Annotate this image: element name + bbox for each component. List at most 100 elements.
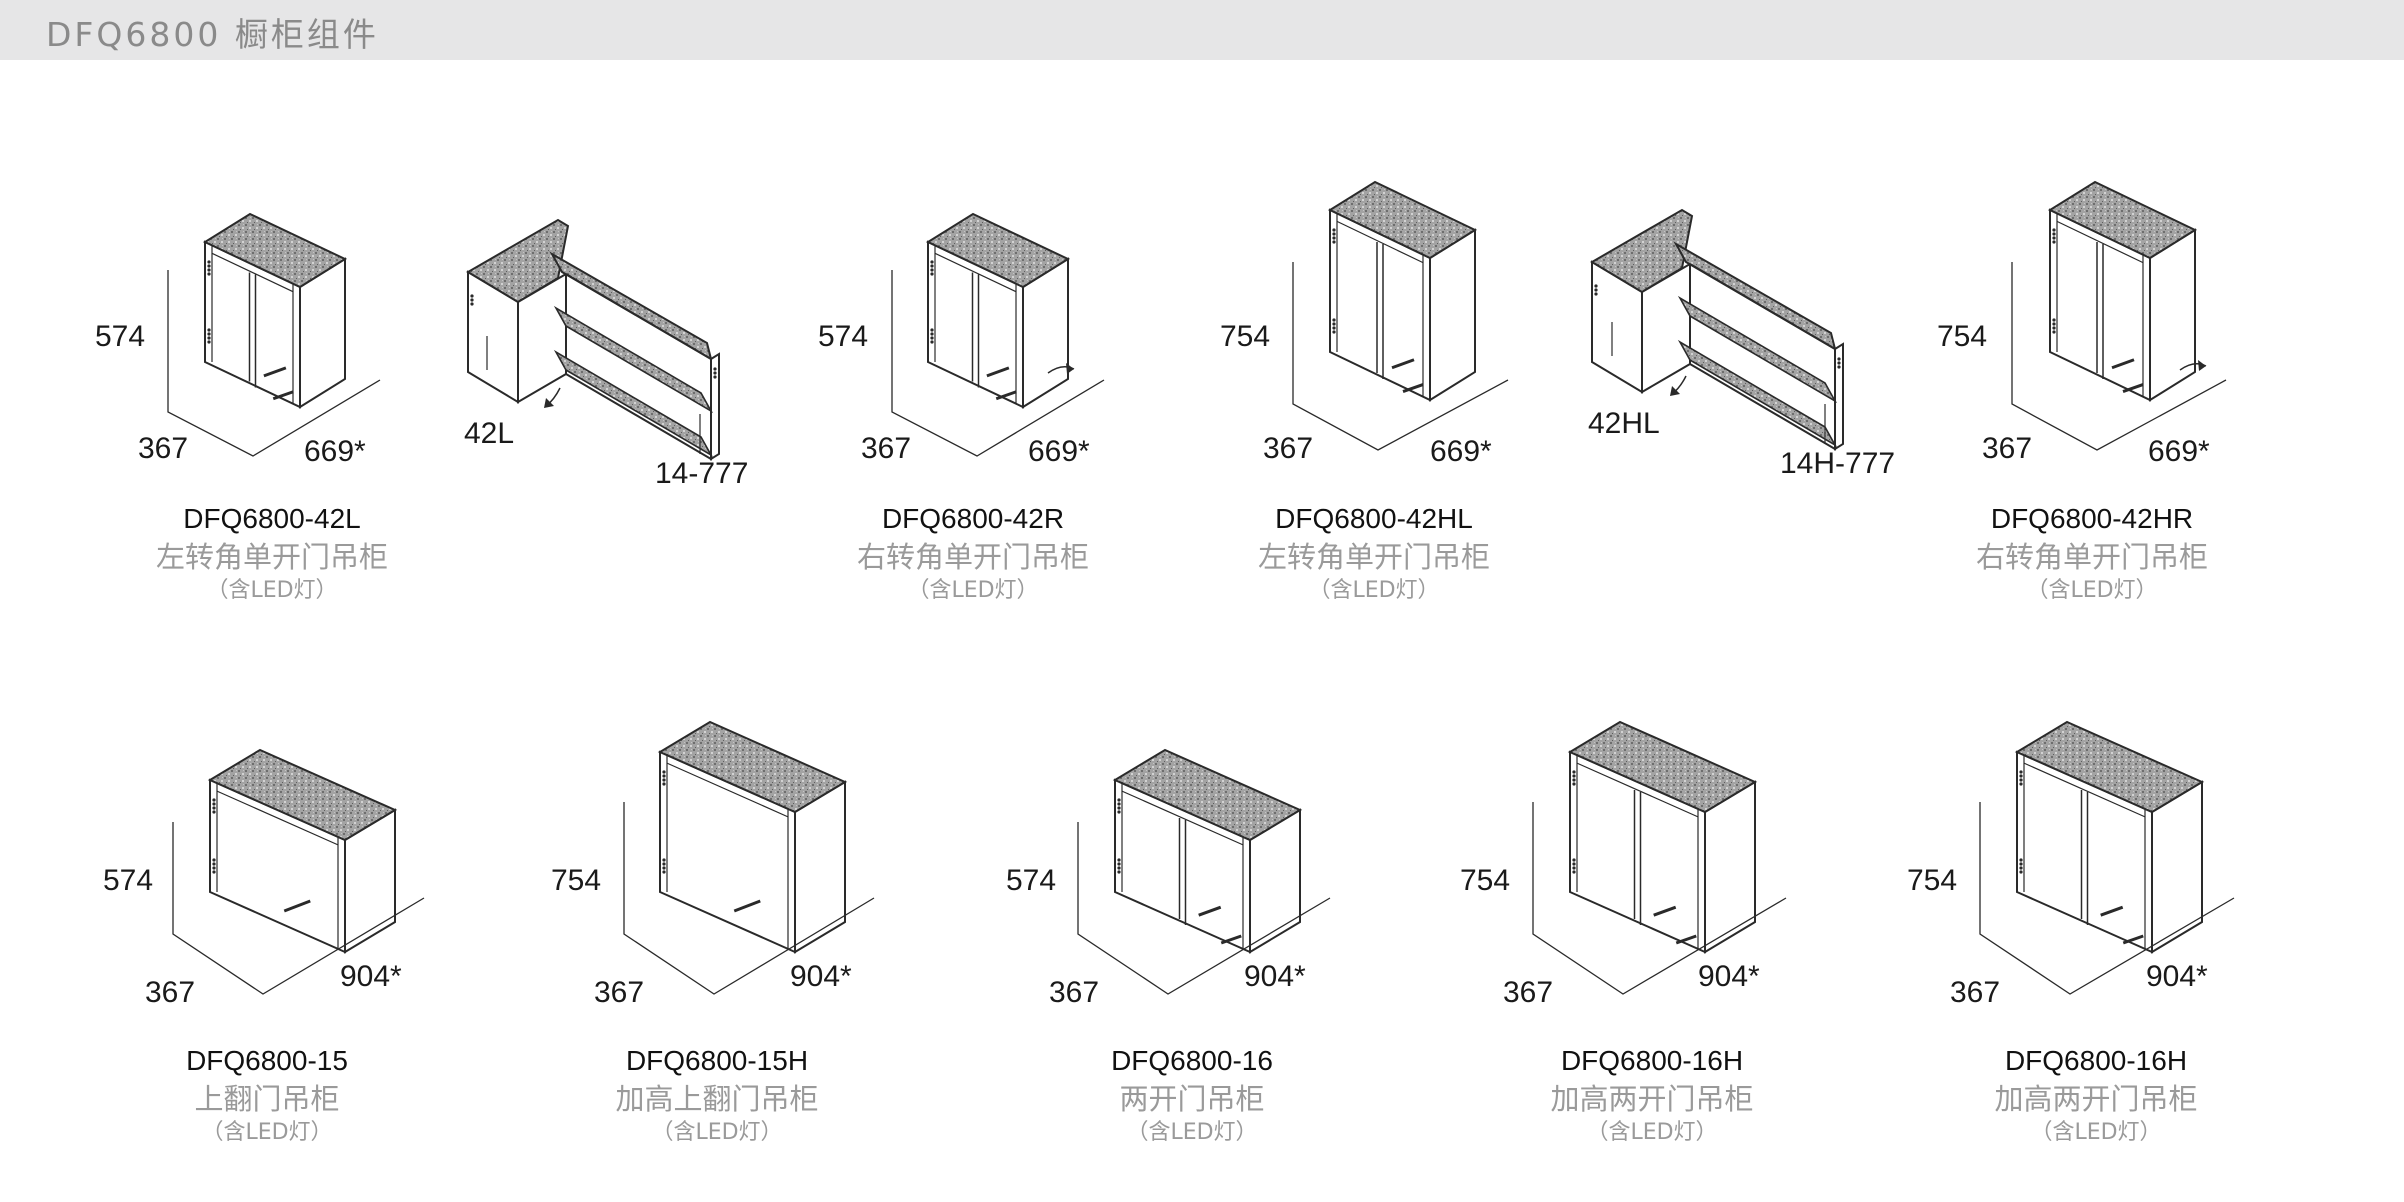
product-note: （含LED灯） <box>1586 1120 1718 1145</box>
hinge-dot <box>212 810 216 814</box>
hinge-dot <box>1572 770 1576 774</box>
hinge-dot <box>1572 862 1576 866</box>
hinge-dot <box>930 328 934 332</box>
hinge-dot <box>662 866 666 870</box>
cabinet-top <box>1567 720 1758 814</box>
hinge-dot <box>1572 858 1576 862</box>
height-dimension: 754 <box>1907 864 1958 897</box>
hinge-dot <box>2019 862 2023 866</box>
cabinet-icon <box>1979 720 2235 995</box>
product-name: 加高两开门吊柜 <box>1994 1082 2198 1116</box>
dimension-line <box>1532 802 1787 995</box>
shelf <box>1677 339 1838 448</box>
height-dimension: 574 <box>818 320 869 353</box>
height-dimension: 754 <box>551 864 602 897</box>
cabinet-icon <box>1532 720 1787 995</box>
product-caption: DFQ6800-42HL 左转角单开门吊柜 （含LED灯） <box>1224 500 1524 606</box>
open-arrow-icon <box>1670 386 1680 396</box>
hinge-dot <box>1332 236 1336 240</box>
hinge-dot <box>470 298 474 302</box>
hinge-dot <box>2052 330 2056 334</box>
hinge-dot <box>662 782 666 786</box>
hinge-dot <box>207 260 211 264</box>
hinge-dot <box>1332 228 1336 232</box>
hinge-dot <box>1332 318 1336 322</box>
handle <box>1391 358 1415 370</box>
product-caption: DFQ6800-16H 加高两开门吊柜 （含LED灯） <box>1946 1042 2246 1148</box>
width-dimension: 669* <box>304 435 366 468</box>
depth-dimension: 367 <box>1950 976 2001 1009</box>
handle <box>1198 905 1222 917</box>
panel-edge <box>211 252 294 293</box>
product-note: （含LED灯） <box>201 1120 333 1145</box>
depth-dimension: 367 <box>145 976 196 1009</box>
hinge-dot <box>1117 810 1121 814</box>
depth-dimension: 367 <box>861 432 912 465</box>
panel-edge <box>2056 220 2144 264</box>
hinge-dot <box>930 340 934 344</box>
hinge-dot <box>1332 326 1336 330</box>
product-note: （含LED灯） <box>1126 1120 1258 1145</box>
depth-dimension: 367 <box>138 432 189 465</box>
product-name: 加高上翻门吊柜 <box>615 1082 819 1116</box>
hinge-dot <box>662 774 666 778</box>
width-dimension: 904* <box>2146 960 2208 993</box>
product-caption: DFQ6800-42L 左转角单开门吊柜 （含LED灯） <box>122 500 422 606</box>
hinge-dot <box>2052 322 2056 326</box>
shelf <box>553 349 714 458</box>
dimension-line <box>172 822 425 995</box>
hinge-dot <box>2052 236 2056 240</box>
width-dimension: 669* <box>2148 435 2210 468</box>
panel-edge <box>1576 762 1699 818</box>
cabinet-icon <box>2011 180 2227 451</box>
hinge-dot <box>470 294 474 298</box>
hinge-dot <box>1572 870 1576 874</box>
product-name: 右转角单开门吊柜 <box>856 540 1089 574</box>
hinge-dot <box>1594 292 1598 296</box>
dimension-line <box>891 270 1105 457</box>
product-code: DFQ6800-42L <box>183 503 361 534</box>
hinge-dot <box>212 866 216 870</box>
hinge-dot <box>930 336 934 340</box>
height-dimension: 574 <box>103 864 154 897</box>
hinge-dot <box>1837 357 1841 361</box>
hinge-dot <box>212 862 216 866</box>
cabinet-top <box>1327 180 1478 260</box>
cabinet-top <box>2014 720 2205 814</box>
hinge-dot <box>662 770 666 774</box>
corner-label-left: 42L <box>464 417 515 450</box>
width-dimension: 904* <box>1698 960 1760 993</box>
hinge-dot <box>207 328 211 332</box>
product-code: DFQ6800-16H <box>1560 1045 1744 1076</box>
width-dimension: 904* <box>1244 960 1306 993</box>
cabinet-top <box>925 212 1071 289</box>
hinge-dot <box>930 268 934 272</box>
width-dimension: 904* <box>340 960 402 993</box>
hinge-dot <box>2019 870 2023 874</box>
cabinet-top <box>549 251 713 362</box>
product-caption: DFQ6800-15 上翻门吊柜 （含LED灯） <box>117 1042 417 1148</box>
shelf <box>553 305 714 414</box>
dimension-line <box>1077 822 1331 995</box>
cabinet-top <box>1112 748 1303 842</box>
height-dimension: 754 <box>1937 320 1988 353</box>
cabinet-icon <box>1292 180 1509 451</box>
hinge-dot <box>713 371 717 375</box>
hinge-dot <box>470 302 474 306</box>
hinge-dot <box>207 336 211 340</box>
hinge-dot <box>1837 361 1841 365</box>
hinge-dot <box>207 268 211 272</box>
handle <box>2122 934 2144 945</box>
hinge-dot <box>2019 866 2023 870</box>
height-dimension: 574 <box>95 320 146 353</box>
product-note: （含LED灯） <box>651 1120 783 1145</box>
panel-edge <box>934 252 1017 293</box>
cabinet-icon <box>891 212 1105 457</box>
cabinet-icon <box>167 212 381 457</box>
panel-edge <box>1336 220 1424 264</box>
hinge-dot <box>1332 232 1336 236</box>
hinge-dot <box>1594 284 1598 288</box>
hinge-dot <box>2052 326 2056 330</box>
product-code: DFQ6800-15 <box>186 1045 348 1076</box>
depth-dimension: 367 <box>1982 432 2033 465</box>
